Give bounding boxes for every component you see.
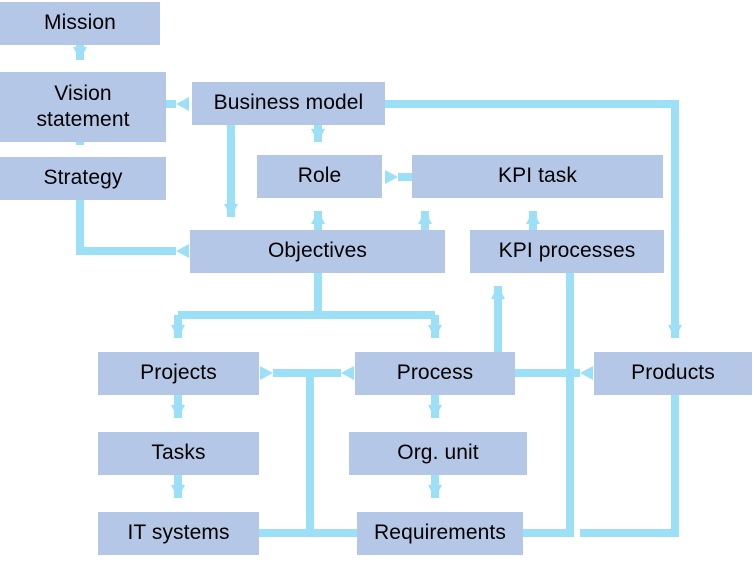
edge-objectives-bus [178, 273, 435, 319]
node-business-model[interactable]: Business model [192, 82, 385, 125]
node-mission[interactable]: Mission [0, 2, 160, 45]
node-process[interactable]: Process [355, 352, 515, 395]
node-role[interactable]: Role [257, 155, 382, 198]
node-it-systems[interactable]: IT systems [98, 512, 259, 555]
node-objectives[interactable]: Objectives [190, 230, 445, 273]
edge-products-to-requirements [580, 395, 679, 537]
node-org-unit[interactable]: Org. unit [349, 432, 527, 475]
node-projects[interactable]: Projects [98, 352, 259, 395]
node-requirements[interactable]: Requirements [357, 512, 523, 555]
edge-business-model-to-products [385, 100, 682, 338]
node-kpi-processes[interactable]: KPI processes [470, 230, 664, 273]
node-kpi-task[interactable]: KPI task [412, 155, 663, 198]
node-products[interactable]: Products [594, 352, 752, 395]
node-strategy[interactable]: Strategy [0, 157, 166, 200]
edge-strategy-to-objectives [76, 200, 189, 258]
node-tasks[interactable]: Tasks [98, 432, 259, 475]
